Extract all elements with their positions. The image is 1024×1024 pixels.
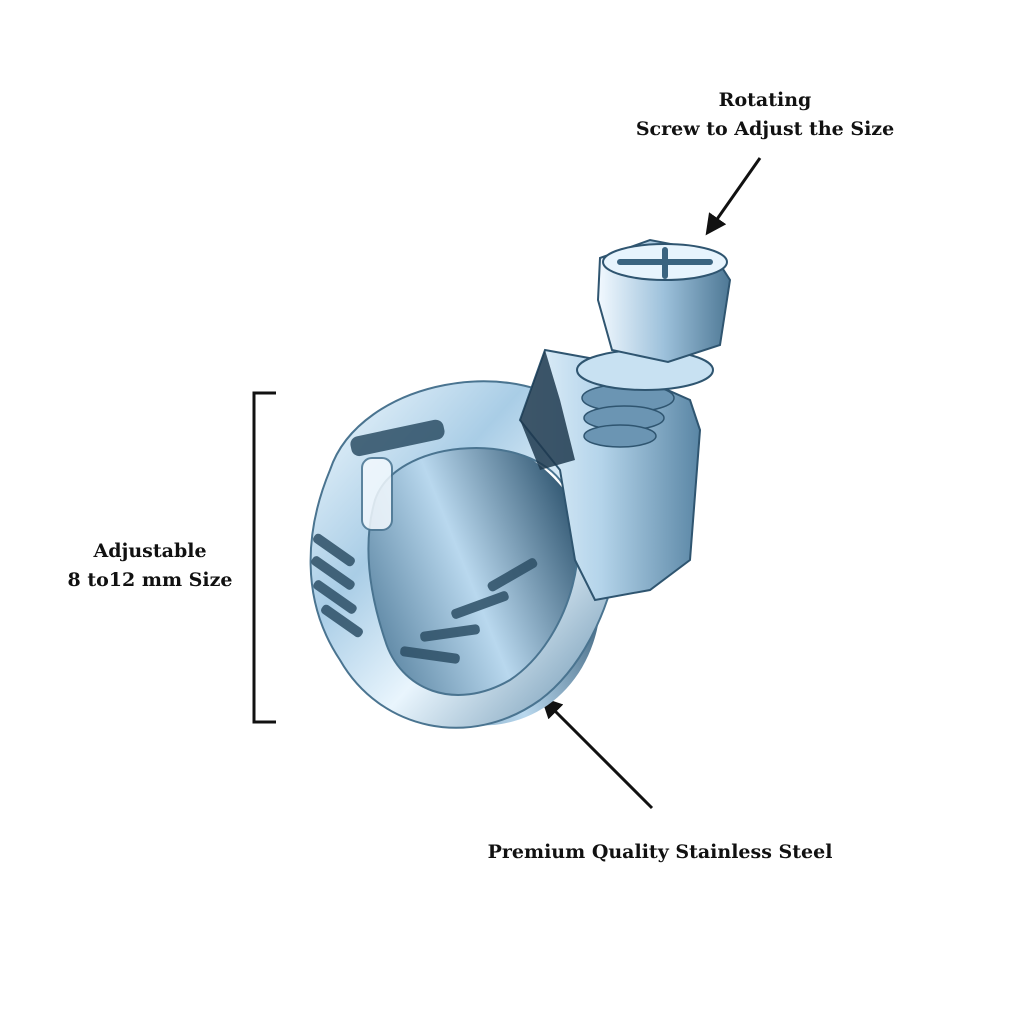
- size-annotation-line1: Adjustable: [93, 540, 207, 562]
- screw-annotation-line2: Screw to Adjust the Size: [635, 118, 895, 140]
- screw-arrow: [705, 157, 762, 236]
- size-annotation: Adjustable 8 to12 mm Size: [55, 537, 245, 595]
- size-bracket: [252, 391, 276, 724]
- steel-arrow: [541, 697, 654, 810]
- material-annotation: Premium Quality Stainless Steel: [470, 838, 850, 867]
- hose-clamp-image: [309, 238, 732, 729]
- size-annotation-line2: 8 to12 mm Size: [67, 569, 233, 591]
- screw-annotation-line1: Rotating: [718, 89, 812, 111]
- screw-annotation: Rotating Screw to Adjust the Size: [620, 86, 910, 144]
- material-annotation-text: Premium Quality Stainless Steel: [487, 841, 833, 863]
